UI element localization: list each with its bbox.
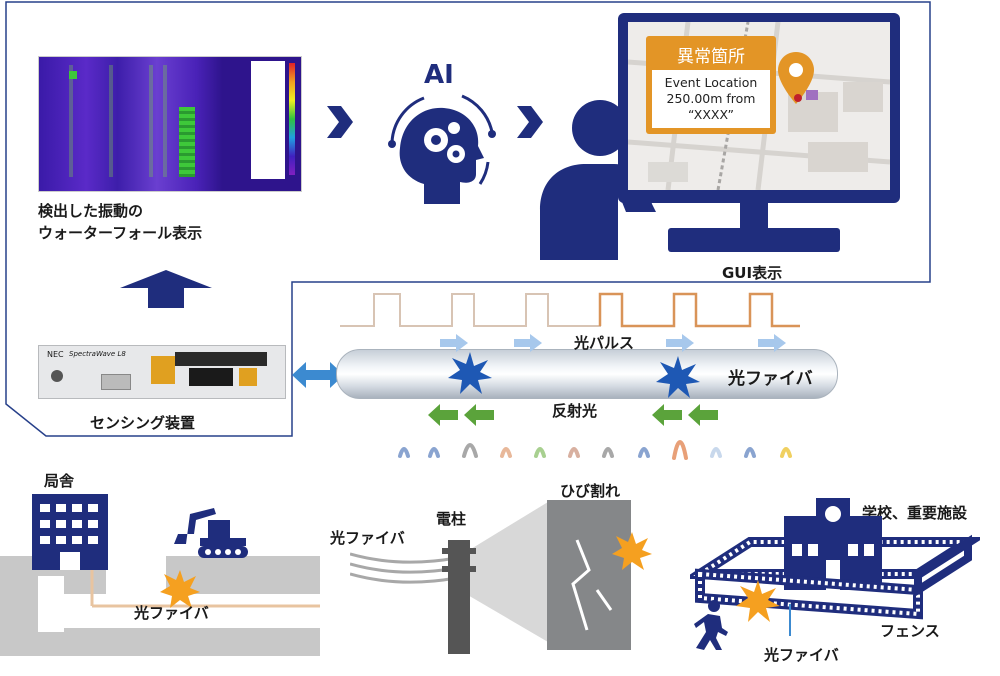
cable-fiber-label: 光ファイバ [330,529,405,547]
crack-icon [571,539,613,631]
anomaly-line2: 250.00m from [666,91,756,106]
anomaly-callout: 異常箇所 Event Location 250.00m from “XXXX” [646,36,776,134]
pulse-arrows [440,334,786,352]
excavator-icon [174,508,248,558]
waterfall-color-scale [289,63,295,175]
station-ground-scene [0,494,320,656]
school-label: 学校、重要施設 [862,504,968,522]
double-arrow-icon [292,362,344,388]
anomaly-line3: “XXXX” [688,107,734,122]
fiber-tube-label: 光ファイバ [728,369,813,389]
waterfall-display [38,56,302,192]
anomaly-line1: Event Location [664,75,758,90]
optical-pulse-label: 光パルス [574,334,635,352]
map-pin-icon [778,52,818,104]
vibration-burst-icon [656,356,700,398]
anomaly-details: Event Location 250.00m from “XXXX” [652,70,770,128]
arrow-right-icon [517,106,543,138]
crack-label: ひび割れ [560,482,621,500]
fence-fiber-label: 光ファイバ [764,646,839,664]
vibration-burst-icon [612,532,652,570]
arrow-up-icon [120,270,212,308]
waterfall-vibration-signal [179,107,195,177]
underground-fiber-label: 光ファイバ [134,604,209,622]
reflected-light-label: 反射光 [552,402,598,420]
vibration-burst-icon [736,580,780,622]
gui-label: GUI表示 [722,264,783,282]
fence-label: フェンス [880,622,940,640]
sensing-device: NEC SpectraWave L8 [38,345,286,399]
vibration-burst-icon [160,570,200,608]
waterfall-label-line2: ウォーターフォール表示 [38,224,203,242]
station-label: 局舎 [44,472,75,490]
sensing-device-label: センシング装置 [90,414,196,432]
ai-label: AI [424,60,454,90]
monitor-stand-icon [668,196,840,252]
cracked-wall [547,500,631,650]
device-brand: NEC [47,350,64,359]
pulse-waveform [340,292,800,328]
device-model: SpectraWave L8 [69,350,126,358]
school-fence-scene [690,498,980,636]
intruder-running-icon [694,600,728,650]
ai-brain-head-icon [388,94,496,204]
utility-pole-label: 電柱 [436,510,467,528]
vibration-burst-icon [448,352,492,394]
reflected-arrows [428,404,718,426]
arrow-right-icon [327,106,353,138]
optical-fiber-tube [336,349,838,399]
backscatter-marks [398,440,792,460]
anomaly-title: 異常箇所 [677,47,745,67]
waterfall-label-line1: 検出した振動の [38,202,144,220]
utility-pole-icon [442,502,548,654]
